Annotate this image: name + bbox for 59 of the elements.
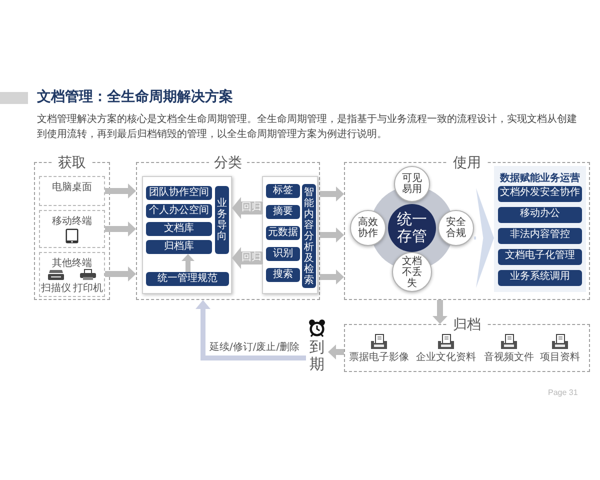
item-box: 标签: [266, 184, 300, 198]
due-text: 到期: [310, 339, 324, 372]
arrow: [105, 222, 136, 236]
panel: [262, 176, 318, 294]
item-box: 元数据: [266, 226, 300, 240]
item-box: 团队协作空间: [146, 186, 212, 200]
edge-label: 回归: [240, 202, 262, 214]
arrow: [182, 254, 194, 272]
edge-label: 延续/修订/废止/删除: [208, 342, 301, 354]
vertical-label-bar: 智能内容分析及检索: [302, 184, 316, 288]
panel: [142, 176, 232, 294]
icon-caption: 票据电子影像: [349, 352, 409, 364]
section-label: 电脑桌面: [52, 182, 92, 193]
vertical-label-bar: 业务导向: [215, 186, 229, 254]
item-box: 移动办公: [498, 207, 582, 223]
intro-text: 文档管理解决方案的核心是文档全生命周期管理。全生命周期管理，是指基于与业务流程一致的流程设计，实现文档从创建到使用流转，再到最后归档销毁的管理，以全生命周期管理方案为例进行说明。: [37, 112, 578, 142]
item-box: 搜索: [266, 268, 300, 282]
item-box: 识别: [266, 247, 300, 261]
panel-heading: 数据赋能业务运营: [500, 173, 580, 184]
arrow: [432, 300, 448, 324]
group-title: 分类: [209, 155, 247, 171]
group-title: 获取: [53, 155, 91, 171]
arrow: [320, 186, 344, 202]
arrow: [232, 247, 262, 269]
edge-label: 回归: [240, 252, 262, 264]
section-label: 移动终端: [52, 216, 92, 227]
page-title: 文档管理：全生命周期解决方案: [37, 88, 233, 106]
arrow: [105, 266, 136, 282]
list-panel: [494, 166, 586, 292]
item-box: 个人办公空间: [146, 204, 212, 218]
item-box: 文档外发安全协作: [498, 186, 582, 202]
item-box: 非法内容管控: [498, 228, 582, 244]
item-box: 摘要: [266, 205, 300, 219]
feature-circle: 安全合规: [438, 210, 474, 246]
arrow: [232, 197, 262, 219]
item-box: 业务系统调用: [498, 270, 582, 286]
arrow: [328, 344, 344, 360]
section-label: 其他终端: [52, 258, 92, 269]
item-box: 文档库: [146, 222, 212, 236]
icon-caption: 项目资料: [540, 352, 580, 364]
item-box: 文档电子化管理: [498, 249, 582, 265]
group-title: 归档: [448, 317, 486, 333]
feature-circle: 文档不丢失: [392, 252, 432, 292]
icon-caption: 企业文化资料: [416, 352, 476, 364]
icon-caption: 打印机: [72, 283, 104, 295]
feature-circle: 高效协作: [350, 210, 386, 246]
page-number: Page 31: [548, 388, 578, 398]
item-box: 统一管理规范: [146, 272, 229, 286]
arrow: [320, 228, 344, 242]
group-title: 使用: [448, 155, 486, 171]
arrow: [320, 270, 344, 284]
icon-caption: 扫描仪: [40, 283, 72, 295]
feature-circle: 可见易用: [394, 166, 430, 202]
arrow: [196, 300, 306, 360]
item-box: 归档库: [146, 240, 212, 254]
dashed-frame: [39, 176, 105, 206]
arrow: [474, 188, 494, 288]
arrow: [105, 184, 136, 198]
icon-caption: 音视频文件: [484, 352, 534, 364]
